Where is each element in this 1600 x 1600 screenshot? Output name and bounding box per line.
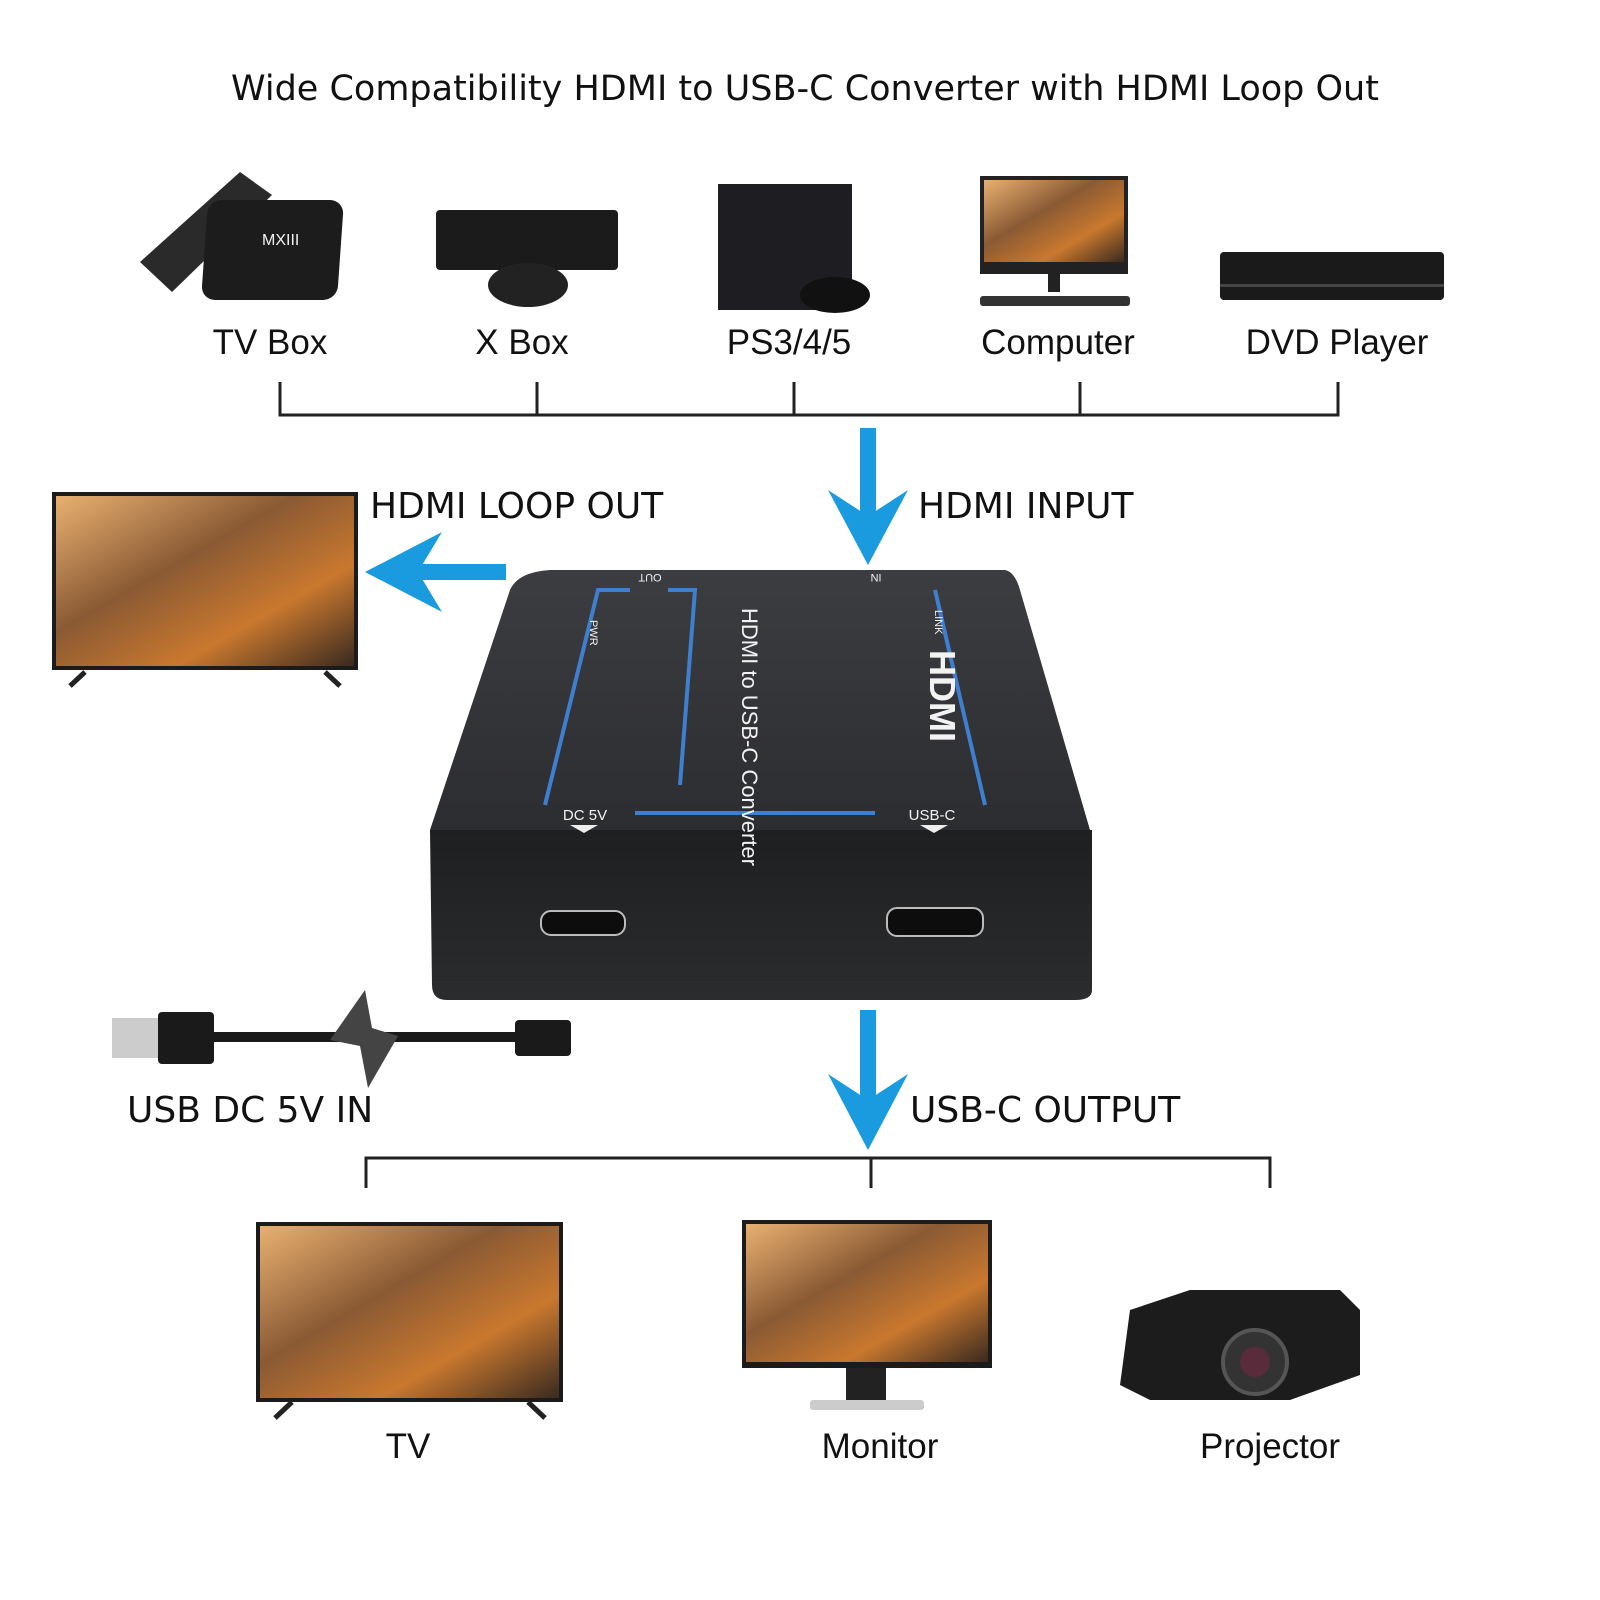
usb-c-output-label: USB-C OUTPUT	[910, 1090, 1181, 1131]
pwr-led-label: PWR	[587, 620, 599, 646]
in-port-label: IN	[870, 571, 881, 583]
playstation-icon	[718, 184, 870, 313]
tv-box-icon: MXIII	[140, 172, 344, 300]
monitor-icon	[742, 1220, 992, 1410]
out-port-label: OUT	[638, 571, 662, 583]
dvd-player-icon	[1220, 252, 1444, 300]
dc5v-label: DC 5V	[563, 807, 607, 824]
hdmi-loop-out-arrow	[365, 532, 506, 612]
usbc-label: USB-C	[909, 807, 956, 824]
output-label-projector: Projector	[1200, 1427, 1340, 1466]
hdmi-loop-out-label: HDMI LOOP OUT	[370, 486, 664, 527]
converter-device: OUT IN PWR LINK HDMI to USB-C Converter …	[430, 570, 1092, 1000]
source-label-tv-box: TV Box	[213, 323, 328, 362]
link-led-label: LINK	[932, 610, 944, 635]
output-bracket	[364, 1156, 1272, 1188]
tv-icon	[256, 1222, 563, 1420]
output-label-monitor: Monitor	[822, 1427, 939, 1466]
device-name: HDMI to USB-C Converter	[737, 608, 762, 866]
computer-icon	[980, 176, 1130, 306]
source-label-computer: Computer	[981, 323, 1135, 362]
page-title: Wide Compatibility HDMI to USB-C Convert…	[231, 69, 1379, 109]
hdmi-input-arrow	[828, 428, 908, 565]
usb-c-output-arrow	[828, 1010, 908, 1150]
usb-c-port	[886, 907, 984, 937]
tv-box-brand: MXIII	[262, 232, 299, 249]
projector-icon	[1120, 1290, 1360, 1400]
source-label-xbox: X Box	[475, 323, 569, 362]
hdmi-input-label: HDMI INPUT	[918, 486, 1135, 527]
usb-power-label: USB DC 5V IN	[127, 1090, 373, 1131]
loop-out-tv-icon	[52, 492, 358, 688]
dc-port	[540, 910, 626, 936]
source-label-ps: PS3/4/5	[727, 323, 852, 362]
source-bracket	[278, 382, 1340, 417]
usb-cable-icon	[112, 990, 571, 1088]
xbox-icon	[436, 210, 618, 307]
output-label-tv: TV	[386, 1427, 431, 1466]
source-label-dvd: DVD Player	[1246, 323, 1429, 362]
hdmi-logo: HDMI	[922, 650, 963, 742]
